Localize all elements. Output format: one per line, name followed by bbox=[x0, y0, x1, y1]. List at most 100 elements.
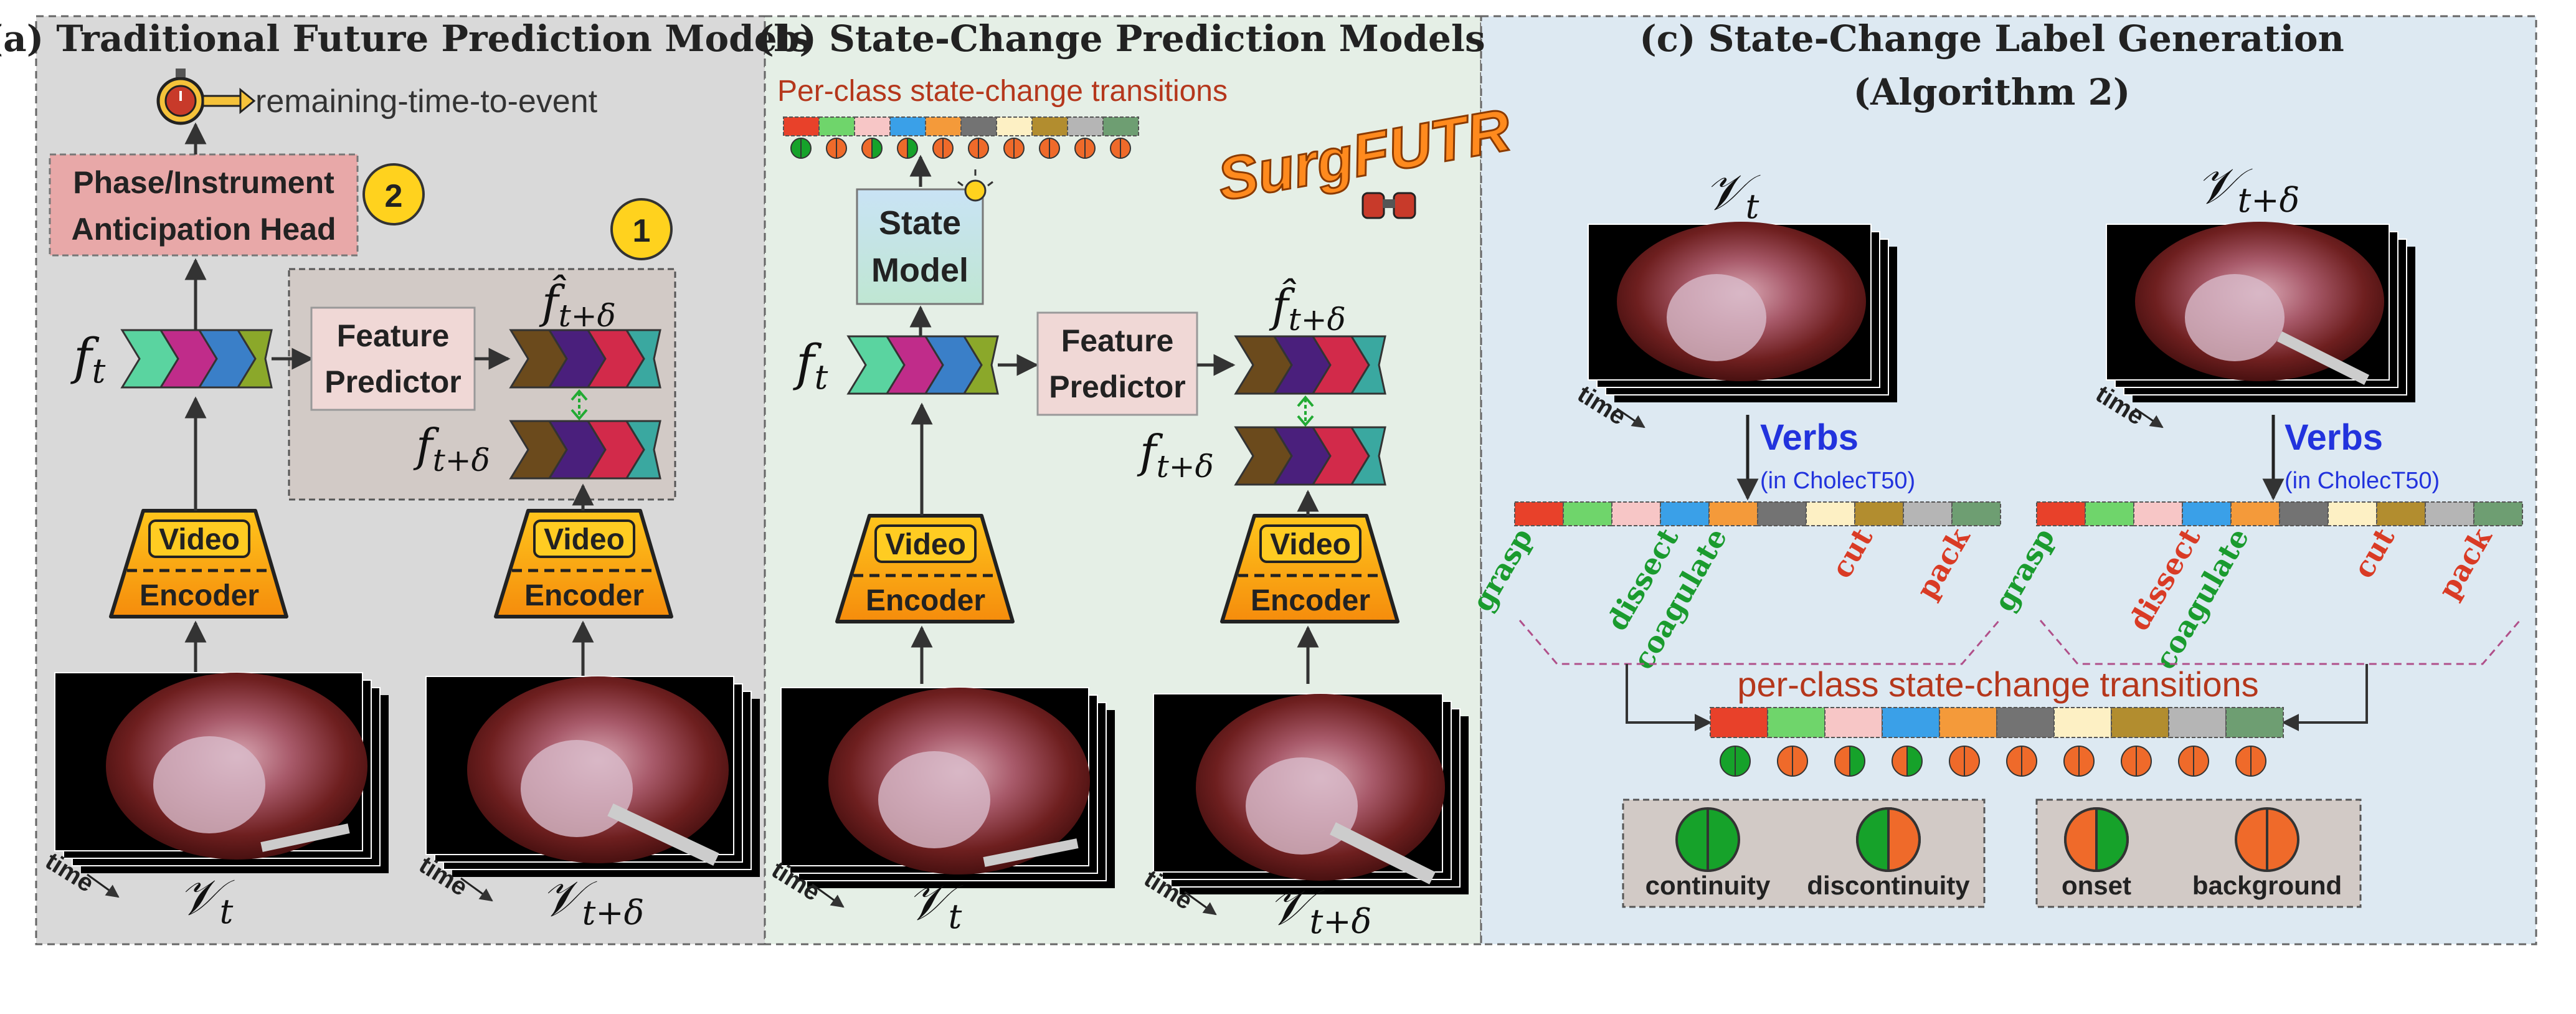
lightbulb-icon bbox=[957, 169, 993, 202]
strip-cell bbox=[854, 116, 891, 136]
legend-continuity-icon bbox=[1675, 807, 1740, 872]
strip-cell bbox=[783, 116, 820, 136]
feature-predicted-vector-a bbox=[509, 329, 661, 389]
transition-dot bbox=[2006, 746, 2037, 777]
verbs-label-left: Verbs bbox=[1760, 417, 1859, 458]
feature-predictor-box-b bbox=[1036, 311, 1198, 416]
strip-cell bbox=[2085, 501, 2134, 526]
strip-cell bbox=[2279, 501, 2329, 526]
svg-text:Video: Video bbox=[159, 523, 240, 556]
strip-cell bbox=[1824, 707, 1883, 738]
legend-background-label: background bbox=[2192, 871, 2342, 900]
transition-dot bbox=[932, 138, 954, 159]
verbs-sub-right: (in CholecT50) bbox=[2285, 468, 2440, 494]
strip-cell bbox=[2111, 707, 2169, 738]
transition-dot bbox=[1949, 746, 1980, 777]
strip-cell bbox=[1563, 501, 1612, 526]
verbs-label-right: Verbs bbox=[2285, 417, 2383, 458]
bracket-right bbox=[2039, 620, 2521, 665]
bracket-left bbox=[1518, 620, 2001, 665]
feature-t-label: ft bbox=[70, 328, 106, 391]
video-encoder-b-left: Video Encoder bbox=[835, 514, 1015, 623]
strip-cell bbox=[2053, 707, 2112, 738]
strip-cell bbox=[1067, 116, 1104, 136]
video-frames-a-right bbox=[425, 676, 760, 877]
svg-text:Encoder: Encoder bbox=[866, 584, 985, 617]
panel-a-title: (a) Traditional Future Prediction Models bbox=[0, 17, 811, 60]
panel-c-transitions-label: per-class state-change transitions bbox=[1737, 665, 2258, 704]
transition-dot bbox=[2121, 746, 2152, 777]
legend-onset-icon bbox=[2064, 807, 2129, 872]
svg-text:Model: Model bbox=[871, 252, 968, 289]
state-model-box bbox=[856, 188, 984, 305]
transition-dot bbox=[1834, 746, 1865, 777]
anticipation-head-box bbox=[49, 153, 359, 257]
transition-dot bbox=[1074, 138, 1096, 159]
video-frames-b-left bbox=[780, 687, 1115, 888]
verb-strip-left bbox=[1514, 501, 2001, 526]
strip-cell bbox=[1939, 707, 1997, 738]
remaining-time-label: remaining-time-to-event bbox=[255, 83, 598, 120]
strip-cell bbox=[889, 116, 926, 136]
feature-future-vector-a bbox=[509, 420, 661, 480]
panel-b-transitions-label: Per-class state-change transitions bbox=[777, 75, 1228, 108]
strip-cell bbox=[2473, 501, 2523, 526]
svg-text:1: 1 bbox=[633, 213, 651, 249]
transition-dot bbox=[968, 138, 989, 159]
transition-dot bbox=[1039, 138, 1060, 159]
panel-b-transition-dots bbox=[790, 138, 1131, 159]
video-frames-c-right bbox=[2106, 222, 2415, 402]
legend-discontinuity-icon bbox=[1856, 807, 1921, 872]
video-encoder-b-right: Video Encoder bbox=[1220, 514, 1399, 623]
strip-cell bbox=[996, 116, 1033, 136]
strip-cell bbox=[1611, 501, 1661, 526]
strip-cell bbox=[2376, 501, 2426, 526]
video-frames-c-left bbox=[1588, 222, 1897, 402]
panel-b-title: (b) State-Change Prediction Models bbox=[757, 17, 1485, 60]
video-encoder-a-right: Video Encoder bbox=[494, 509, 673, 618]
legend-onset-label: onset bbox=[2062, 871, 2131, 900]
strip-cell bbox=[1806, 501, 1855, 526]
svg-text:2: 2 bbox=[385, 178, 403, 214]
strip-cell bbox=[1660, 501, 1710, 526]
svg-text:Feature: Feature bbox=[1061, 323, 1174, 358]
svg-text:Video: Video bbox=[1270, 528, 1351, 561]
strip-cell bbox=[2182, 501, 2232, 526]
stopwatch-icon bbox=[156, 69, 256, 125]
svg-text:Predictor: Predictor bbox=[324, 364, 462, 399]
panel-b-transition-strip bbox=[783, 116, 1139, 136]
strip-cell bbox=[2230, 501, 2280, 526]
transition-dot bbox=[897, 138, 918, 159]
transition-dot bbox=[2235, 746, 2266, 777]
video-encoder-a-left: Video Encoder bbox=[109, 509, 288, 618]
strip-cell bbox=[1102, 116, 1139, 136]
strip-cell bbox=[925, 116, 962, 136]
strip-cell bbox=[2133, 501, 2183, 526]
strip-cell bbox=[1710, 707, 1768, 738]
svg-text:Video: Video bbox=[544, 523, 625, 556]
legend-discontinuity-label: discontinuity bbox=[1807, 871, 1970, 900]
strip-cell bbox=[2327, 501, 2377, 526]
strip-cell bbox=[1903, 501, 1953, 526]
strip-cell bbox=[1882, 707, 1940, 738]
svg-text:Encoder: Encoder bbox=[524, 579, 644, 612]
strip-cell bbox=[1996, 707, 2055, 738]
transition-dot bbox=[1892, 746, 1923, 777]
strip-cell bbox=[1951, 501, 2001, 526]
strip-cell bbox=[1708, 501, 1758, 526]
transition-dot bbox=[1720, 746, 1751, 777]
strip-cell bbox=[2425, 501, 2474, 526]
legend-continuity-label: continuity bbox=[1646, 871, 1771, 900]
strip-cell bbox=[1757, 501, 1807, 526]
svg-text:Predictor: Predictor bbox=[1049, 369, 1186, 404]
feature-t-vector-b bbox=[846, 335, 999, 395]
match-arrow-icon bbox=[571, 389, 588, 421]
strip-cell bbox=[2036, 501, 2086, 526]
transition-dot bbox=[1110, 138, 1131, 159]
svg-text:State: State bbox=[879, 204, 961, 242]
strip-cell bbox=[2225, 707, 2284, 738]
strip-cell bbox=[2168, 707, 2227, 738]
transition-dot bbox=[2178, 746, 2209, 777]
strip-cell bbox=[1514, 501, 1564, 526]
